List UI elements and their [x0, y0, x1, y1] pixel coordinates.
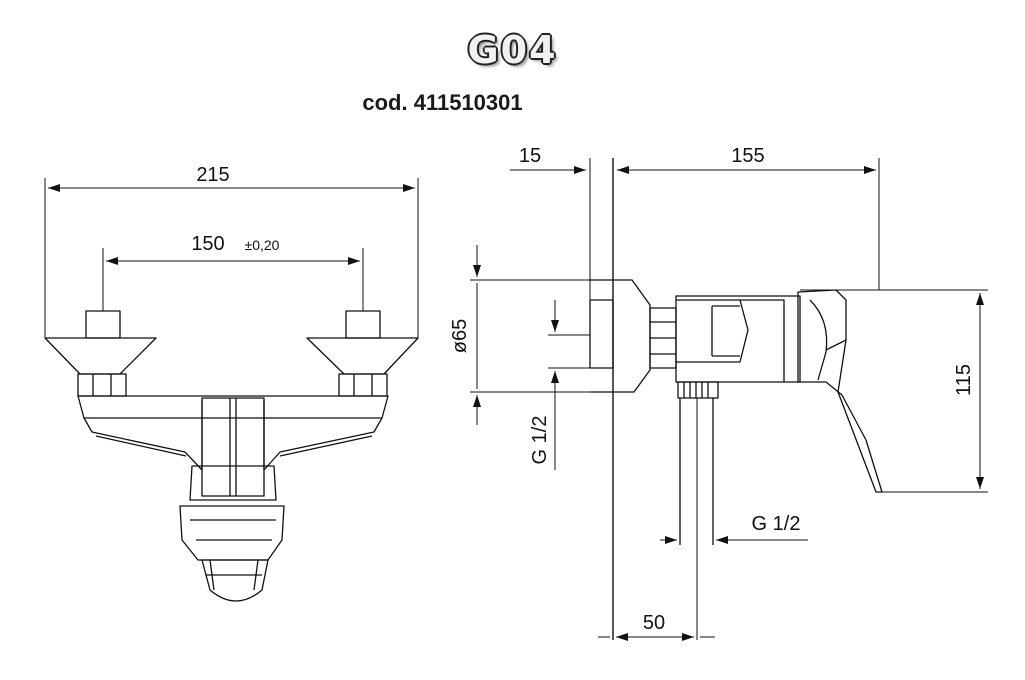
front-view-outline [44, 310, 419, 602]
side-dimension-lines [470, 158, 988, 641]
dim-thread-wall: G 1/2 [529, 416, 551, 465]
dim-height: 115 [953, 364, 975, 396]
dim-centers: 150 [191, 233, 224, 255]
dim-centers-tolerance: ±0,20 [245, 237, 280, 253]
product-code: cod. 411510301 [362, 90, 523, 115]
front-dimension-lines [44, 178, 419, 338]
dim-depth: 155 [731, 145, 764, 167]
model-name: G04 [467, 28, 558, 72]
dim-wall-offset: 15 [519, 145, 541, 167]
dim-overall-width: 215 [196, 164, 229, 186]
dim-outlet-offset: 50 [643, 612, 665, 634]
side-view-outline [589, 158, 883, 640]
dim-thread-outlet: G 1/2 [752, 513, 801, 535]
dim-diameter: ø65 [449, 319, 471, 353]
